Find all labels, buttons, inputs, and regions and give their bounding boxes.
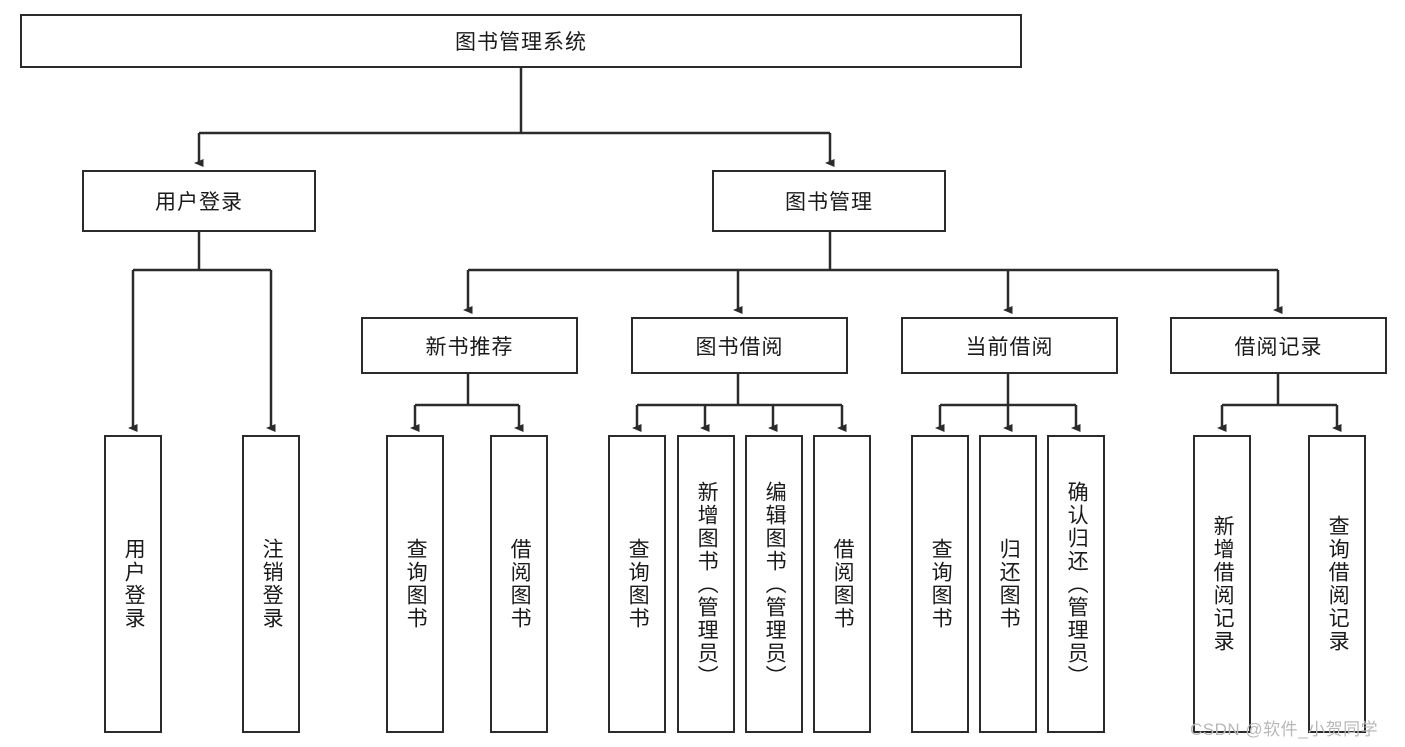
node-leaf-confirm-return[interactable]: 确认归还（管理员） [1047,435,1105,733]
node-leaf-user-login[interactable]: 用户登录 [104,435,162,733]
node-leaf-borrow-book-1[interactable]: 借阅图书 [490,435,548,733]
node-book-borrow[interactable]: 图书借阅 [631,317,848,374]
watermark-text: CSDN @软件_小贺同学 [1190,720,1379,739]
node-leaf-query-book-1[interactable]: 查询图书 [386,435,444,733]
node-new-book-recommend[interactable]: 新书推荐 [361,317,578,374]
node-label: 用户登录 [122,538,146,630]
node-leaf-return-book[interactable]: 归还图书 [979,435,1037,733]
node-borrow-record[interactable]: 借阅记录 [1170,317,1387,374]
node-label: 借阅图书 [831,538,855,630]
node-book-management[interactable]: 图书管理 [712,170,946,232]
node-label: 归还图书 [997,538,1021,630]
node-label: 确认归还（管理员） [1065,480,1089,688]
node-label: 注销登录 [260,538,284,630]
node-leaf-user-logout[interactable]: 注销登录 [242,435,300,733]
node-leaf-add-record[interactable]: 新增借阅记录 [1193,435,1251,733]
node-user-login[interactable]: 用户登录 [82,170,316,232]
node-leaf-add-book[interactable]: 新增图书（管理员） [677,435,735,733]
node-label: 查询图书 [404,538,428,630]
node-label: 查询图书 [626,538,650,630]
node-label: 借阅图书 [508,538,532,630]
node-leaf-borrow-book-2[interactable]: 借阅图书 [813,435,871,733]
node-label: 新书推荐 [425,335,514,359]
node-label: 图书管理系统 [455,31,587,54]
node-leaf-query-record[interactable]: 查询借阅记录 [1308,435,1366,733]
node-label: 借阅记录 [1234,335,1323,359]
node-label: 图书管理 [785,191,873,214]
node-label: 图书借阅 [695,335,784,359]
node-label: 查询借阅记录 [1326,515,1350,653]
node-label: 新增借阅记录 [1211,515,1235,653]
node-label: 查询图书 [929,538,953,630]
node-leaf-query-book-3[interactable]: 查询图书 [911,435,969,733]
node-leaf-edit-book[interactable]: 编辑图书（管理员） [745,435,803,733]
node-label: 编辑图书（管理员） [763,480,787,688]
node-book-management-system[interactable]: 图书管理系统 [20,14,1022,68]
node-label: 当前借阅 [965,335,1054,359]
node-current-borrow[interactable]: 当前借阅 [901,317,1118,374]
node-leaf-query-book-2[interactable]: 查询图书 [608,435,666,733]
node-label: 新增图书（管理员） [695,480,719,688]
node-label: 用户登录 [155,191,243,214]
